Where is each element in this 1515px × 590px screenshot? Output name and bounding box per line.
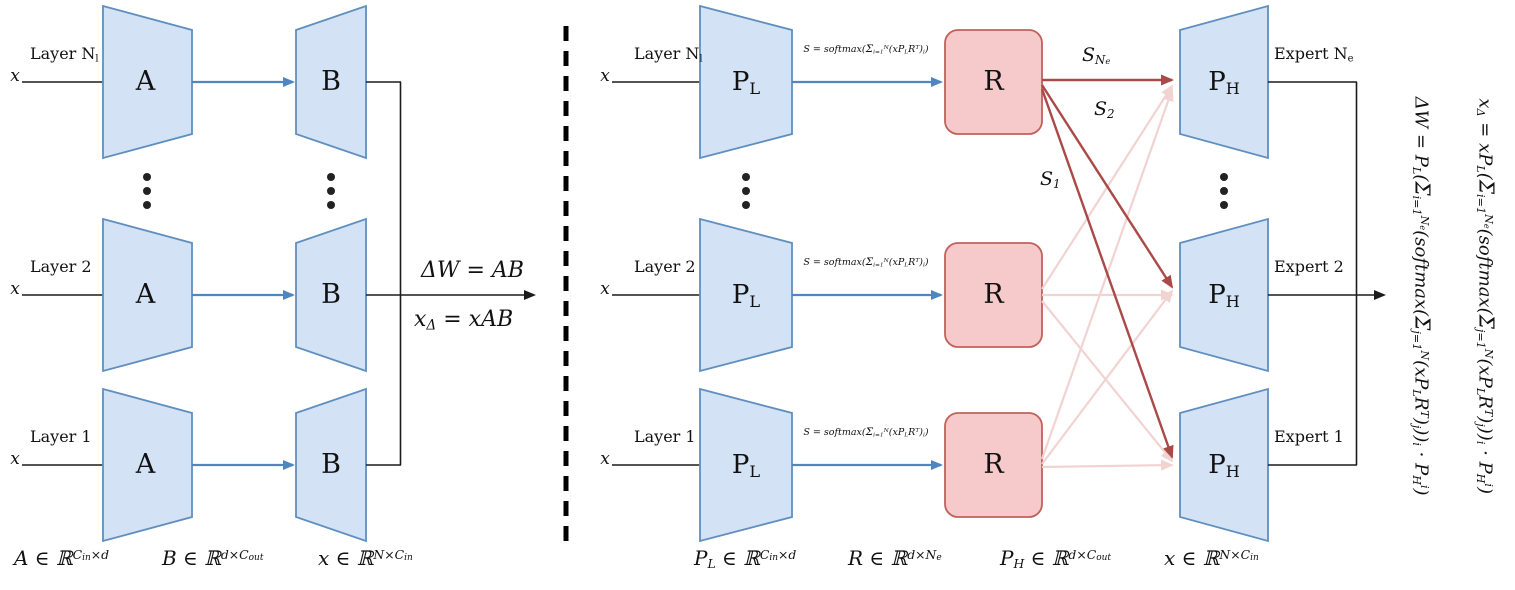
input-x-label: x (600, 449, 610, 469)
delta-w-formula: ΔW = AB (421, 258, 524, 283)
matrix-b-label: B (321, 449, 341, 480)
proj-low-label: PL (731, 280, 761, 312)
matrix-a-block (102, 4, 193, 160)
matrix-b-block (295, 217, 367, 373)
matrix-a-label: A (135, 66, 156, 97)
proj-low-block (699, 217, 793, 373)
dim-formula-ph: PH ∈ ℝd×Cout (1000, 546, 1112, 572)
layer-label-2: Layer 2 (634, 257, 696, 276)
input-x-label: x (10, 279, 20, 299)
router-label: R (983, 449, 1004, 480)
matrix-b-label: B (321, 66, 341, 97)
router-block (944, 29, 1043, 135)
weak-routing-arrow (1041, 300, 1174, 463)
gate-softmax-formula: S = softmax(Σi=1N(xPLRT)i) (803, 255, 929, 269)
dim-formula-b: B ∈ ℝd×Cout (162, 546, 264, 570)
gate-softmax-formula: S = softmax(Σi=1N(xPLRT)i) (803, 425, 929, 439)
dim-formula-pl: PL ∈ ℝCin×d (694, 546, 797, 572)
matrix-a-label: A (135, 279, 156, 310)
input-x-label: x (10, 66, 20, 86)
layer-label-1: Layer 1 (30, 427, 92, 446)
routing-weight-label-s1: S1 (1040, 168, 1061, 191)
layer-label-2: Layer 2 (30, 257, 92, 276)
dim-formula-x2: x ∈ ℝN×Cin (1164, 546, 1259, 570)
left-lora-diagram (22, 4, 536, 543)
router-weight-arrows-strong (1040, 74, 1174, 459)
moe-row-bottom (612, 387, 1357, 543)
weak-routing-arrow (1041, 459, 1174, 471)
router-block (944, 412, 1043, 518)
router-label: R (983, 279, 1004, 310)
dim-formula-a: A ∈ ℝCin×d (14, 546, 110, 570)
moe-row-top (612, 4, 1357, 160)
routing-weight-label-sne: SNe (1082, 44, 1111, 68)
proj-high-label: PH (1208, 280, 1240, 312)
weak-routing-arrow (1041, 289, 1174, 465)
matrix-a-label: A (135, 449, 156, 480)
proj-low-block (699, 387, 793, 543)
proj-high-label: PH (1208, 450, 1240, 482)
router-label: R (983, 66, 1004, 97)
gate-softmax-formula: S = softmax(Σi=1N(xPLRT)i) (803, 42, 929, 56)
matrix-b-block (295, 4, 367, 160)
proj-high-label: PH (1208, 67, 1240, 99)
input-x-label: x (10, 449, 20, 469)
input-x-label: x (600, 66, 610, 86)
input-x-label: x (600, 279, 610, 299)
proj-low-label: PL (731, 67, 761, 99)
rotated-x-delta-formula: xΔ = xPL(Σi=1Ne(softmax(Σj=1N(xPLRT)j))i… (1473, 98, 1499, 495)
moe-row-middle (612, 217, 1357, 373)
proj-low-block (699, 4, 793, 160)
expert-label-2: Expert 2 (1274, 257, 1344, 276)
proj-high-block (1179, 387, 1269, 543)
layer-label-nl: Layer Nl (634, 44, 703, 65)
dim-formula-r: R ∈ ℝd×Ne (848, 546, 942, 570)
left-ellipsis-dots (143, 173, 335, 209)
layer-label-1: Layer 1 (634, 427, 696, 446)
proj-high-block (1179, 217, 1269, 373)
expert-label-1: Expert 1 (1274, 427, 1344, 446)
routing-weight-label-s2: S2 (1094, 98, 1115, 121)
matrix-b-block (295, 387, 367, 543)
right-ellipsis-dots (742, 173, 1228, 209)
proj-high-block (1179, 4, 1269, 160)
proj-low-label: PL (731, 450, 761, 482)
rotated-delta-w-formula: ΔW = PL(Σi=1Ne(softmax(Σj=1N(xPLRT)j))i … (1409, 96, 1435, 496)
lora-row-middle (22, 217, 401, 373)
matrix-a-block (102, 217, 193, 373)
matrix-b-label: B (321, 279, 341, 310)
x-delta-formula: xΔ = xAB (414, 307, 514, 334)
layer-label-nl: Layer Nl (30, 44, 99, 65)
lora-row-bottom (22, 387, 401, 543)
dim-formula-x: x ∈ ℝN×Cin (318, 546, 413, 570)
strong-routing-arrow-s2 (1040, 84, 1174, 289)
expert-label-ne: Expert Ne (1274, 44, 1354, 65)
strong-routing-arrow-s1 (1040, 88, 1174, 459)
right-moe-diagram (612, 4, 1386, 543)
matrix-a-block (102, 387, 193, 543)
lora-row-top (22, 4, 401, 160)
